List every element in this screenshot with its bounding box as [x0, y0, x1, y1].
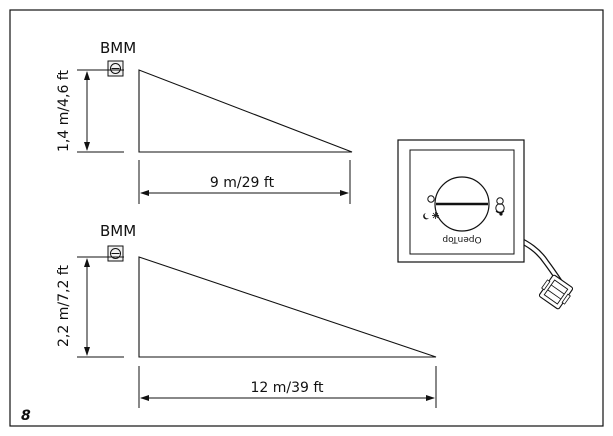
lower-detection-triangle — [138, 256, 437, 358]
lower-distance-dimension — [138, 366, 437, 408]
upper-height-dimension — [77, 69, 124, 153]
upper-sensor-icon — [107, 60, 124, 77]
lower-height-dimension — [77, 256, 124, 358]
figure-number: 8 — [21, 408, 31, 424]
figure-frame — [9, 9, 604, 427]
lower-sensor-label: BMM — [100, 222, 136, 240]
day-indicator-icon — [495, 197, 505, 216]
lower-sensor-icon — [107, 245, 124, 262]
sensor-module-illustration: OpenTop — [397, 139, 574, 310]
upper-distance-dimension — [138, 160, 351, 204]
night-indicator-icon — [423, 195, 439, 220]
upper-distance-label: 9 m/29 ft — [210, 175, 275, 191]
upper-range-diagram: BMM 1,4 m/4,6 ft 9 m/29 ft — [56, 39, 353, 204]
module-connector — [538, 274, 574, 310]
lower-height-label: 2,2 m/7,2 ft — [56, 265, 72, 347]
upper-sensor-label: BMM — [100, 39, 136, 57]
module-brand-label: OpenTop — [442, 234, 482, 244]
upper-height-label: 1,4 m/4,6 ft — [56, 70, 72, 152]
lower-distance-label: 12 m/39 ft — [250, 380, 324, 396]
upper-detection-triangle — [138, 69, 353, 153]
lower-range-diagram: BMM 2,2 m/7,2 ft 12 m/39 ft — [56, 222, 437, 408]
